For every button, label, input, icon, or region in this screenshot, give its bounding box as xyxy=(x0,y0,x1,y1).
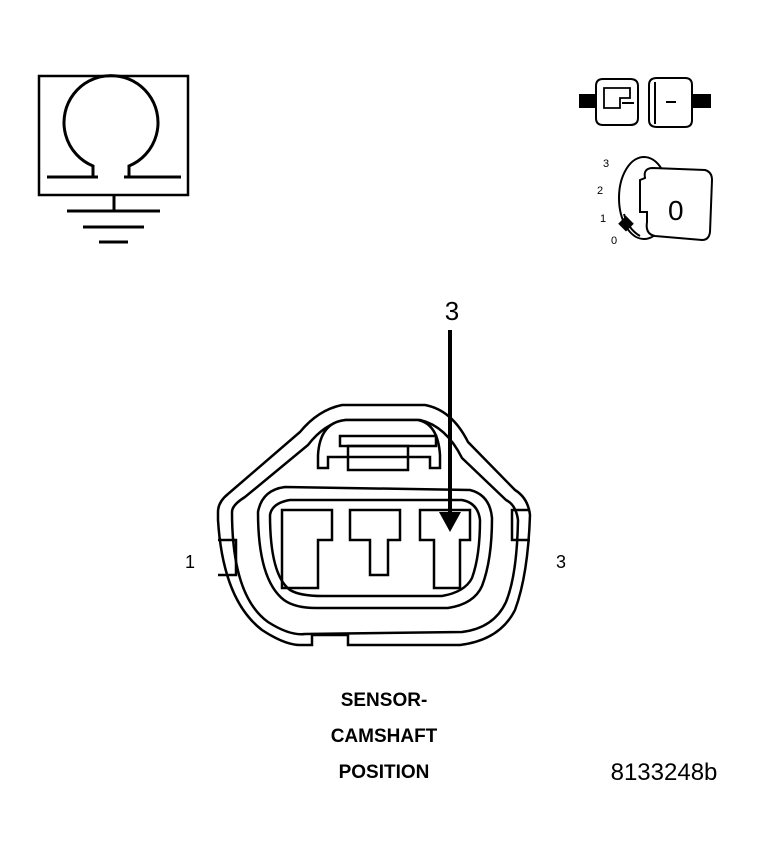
ignition-position-2: 2 xyxy=(597,185,603,197)
pin-label-left: 1 xyxy=(185,552,195,572)
connector-face-icon xyxy=(216,403,532,647)
ignition-position-0: 0 xyxy=(611,235,617,247)
figure-id: 8133248b xyxy=(611,759,718,786)
caption-line-3: POSITION xyxy=(339,762,430,783)
caption-line-2: CAMSHAFT xyxy=(331,726,438,747)
caption-line-1: SENSOR- xyxy=(341,690,428,711)
ignition-key-label: 0 xyxy=(668,195,684,226)
ignition-position-3: 3 xyxy=(603,158,609,170)
ohmmeter-ground-icon xyxy=(37,74,190,244)
callout-number: 3 xyxy=(445,296,459,326)
callout-arrow xyxy=(439,330,461,532)
pin-label-right: 3 xyxy=(556,552,566,572)
ignition-key-icon xyxy=(618,156,714,242)
ignition-position-1: 1 xyxy=(600,213,606,225)
connector-disconnect-icon xyxy=(579,77,711,128)
